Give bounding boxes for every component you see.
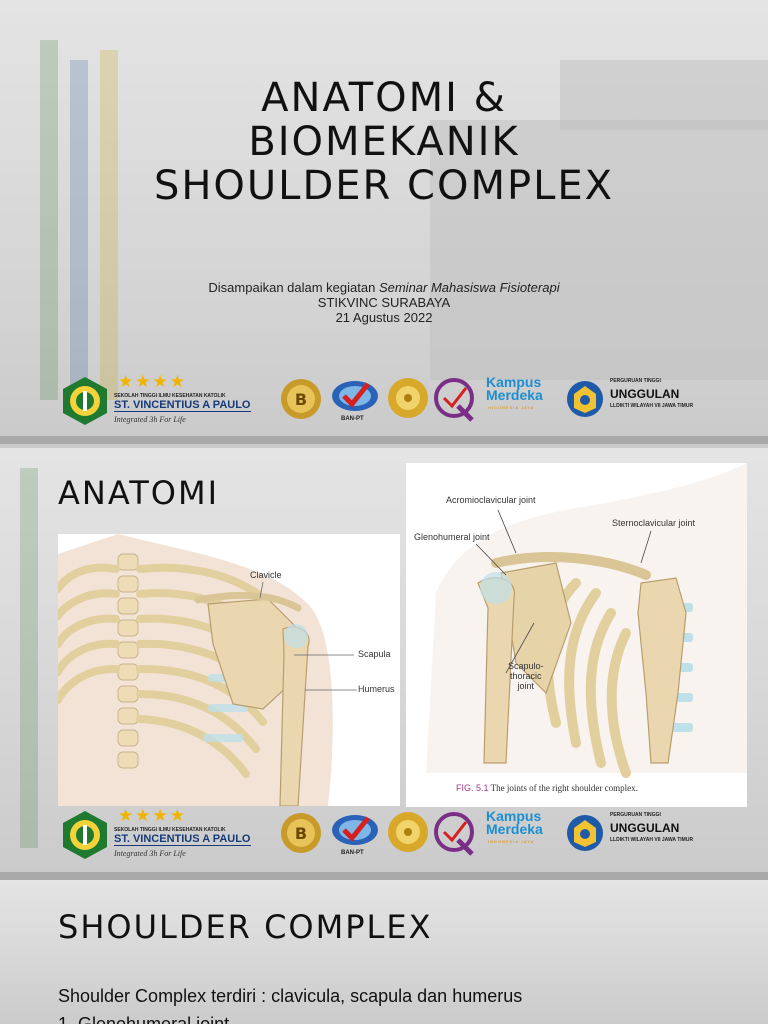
slide-background: [0, 880, 768, 1024]
kampus-line-1: Kampus: [486, 374, 542, 390]
subtitle-prefix: Disampaikan dalam kegiatan: [208, 280, 379, 295]
stikes-emblem-icon: [63, 811, 107, 859]
kampus-line-1: Kampus: [486, 808, 542, 824]
label-st-3: joint: [517, 681, 535, 691]
caption-fig-number: FIG. 5.1: [456, 783, 489, 793]
banpt-label: BAN-PT: [341, 850, 364, 856]
slide-body-text: Shoulder Complex terdiri : clavicula, sc…: [58, 986, 523, 1006]
shoulder-joints-drawing: [406, 463, 747, 807]
lamkes-logo-icon: [434, 812, 474, 856]
title-slide: ANATOMI & BIOMEKANIK SHOULDER COMPLEX Di…: [0, 0, 768, 432]
school-name: ST. VINCENTIUS A PAULO: [114, 833, 251, 846]
title-line-2: BIOMEKANIK: [248, 119, 520, 165]
kampus-sub: INDONESIA JAYA: [488, 405, 535, 410]
shoulder-back-drawing: [58, 534, 400, 806]
shoulder-back-illustration: Clavicle Scapula Humerus: [58, 534, 400, 806]
accreditation-seal-icon: [388, 812, 428, 852]
kemendikbud-logo-icon: [567, 381, 603, 417]
unggulan-sub: LLDIKTI WILAYAH VII JAWA TIMUR: [610, 403, 694, 409]
label-acromioclavicular: Acromioclavicular joint: [446, 495, 536, 505]
kampus-sub: INDONESIA JAYA: [488, 839, 535, 844]
accreditation-b-badge-icon: B: [281, 379, 321, 419]
figure-caption: FIG. 5.1 The joints of the right shoulde…: [456, 783, 638, 793]
slide-heading: ANATOMI: [58, 474, 220, 512]
school-tagline: Integrated 3h For Life: [114, 415, 186, 424]
subtitle-org: STIKVINC SURABAYA: [317, 295, 451, 310]
school-type: SEKOLAH TINGGI ILMU KESEHATAN KATOLIK: [114, 827, 226, 833]
kampus-line-2: Merdeka: [486, 387, 543, 403]
kampus-merdeka-logo: Kampus Merdeka: [486, 808, 543, 837]
label-scapulothoracic: Scapulo- thoracic joint: [508, 661, 544, 691]
label-humerus: Humerus: [358, 684, 395, 694]
banpt-label: BAN-PT: [341, 416, 364, 422]
accreditation-seal-icon: [388, 378, 428, 418]
anatomi-slide: ANATOMI: [0, 448, 768, 873]
banpt-logo-icon: [332, 381, 378, 411]
presentation-title: ANATOMI & BIOMEKANIK SHOULDER COMPLEX: [0, 76, 768, 208]
logo-strip-2: ★★★★ SEKOLAH TINGGI ILMU KESEHATAN KATOL…: [58, 806, 718, 862]
subtitle-date: 21 Agustus 2022: [335, 310, 433, 325]
rating-stars: ★★★★: [118, 372, 187, 392]
unggulan-small: PERGURUAN TINGGI: [610, 812, 661, 818]
kampus-line-2: Merdeka: [486, 821, 543, 837]
logo-strip: ★★★★ SEKOLAH TINGGI ILMU KESEHATAN KATOL…: [58, 372, 718, 428]
school-name: ST. VINCENTIUS A PAULO: [114, 399, 251, 412]
subtitle-event: Seminar Mahasiswa Fisioterapi: [378, 280, 560, 295]
label-scapula: Scapula: [358, 649, 391, 659]
shoulder-complex-slide: SHOULDER COMPLEX Shoulder Complex terdir…: [0, 880, 768, 1024]
presentation-subtitle: Disampaikan dalam kegiatan Seminar Mahas…: [0, 280, 768, 325]
slide-divider: [0, 872, 768, 880]
accreditation-b-badge-icon: B: [281, 813, 321, 853]
slide-divider: [0, 436, 768, 444]
title-line-1: ANATOMI &: [261, 75, 507, 121]
shoulder-joints-illustration: Acromioclavicular joint Sternoclavicular…: [406, 463, 747, 807]
kemendikbud-logo-icon: [567, 815, 603, 851]
list-item: 1. Glenohumeral joint: [58, 1014, 230, 1024]
caption-text: The joints of the right shoulder complex…: [490, 783, 638, 793]
svg-text:B: B: [295, 824, 307, 843]
stikes-emblem-icon: [63, 377, 107, 425]
label-st-1: Scapulo-: [508, 661, 544, 671]
label-glenohumeral: Glenohumeral joint: [414, 532, 490, 542]
label-clavicle: Clavicle: [250, 570, 282, 580]
slide-heading: SHOULDER COMPLEX: [58, 908, 433, 946]
unggulan-small: PERGURUAN TINGGI: [610, 378, 661, 384]
unggulan-title: UNGGULAN: [610, 387, 680, 401]
label-st-2: thoracic: [510, 671, 542, 681]
unggulan-title: UNGGULAN: [610, 821, 680, 835]
lamkes-logo-icon: [434, 378, 474, 422]
title-line-3: SHOULDER COMPLEX: [153, 163, 615, 209]
school-tagline: Integrated 3h For Life: [114, 849, 186, 858]
svg-text:B: B: [295, 390, 307, 409]
school-type: SEKOLAH TINGGI ILMU KESEHATAN KATOLIK: [114, 393, 226, 399]
label-sternoclavicular: Sternoclavicular joint: [612, 518, 696, 528]
rating-stars: ★★★★: [118, 806, 187, 826]
slide-background: [0, 0, 768, 432]
unggulan-sub: LLDIKTI WILAYAH VII JAWA TIMUR: [610, 837, 694, 843]
kampus-merdeka-logo: Kampus Merdeka: [486, 374, 543, 403]
banpt-logo-icon: [332, 815, 378, 845]
